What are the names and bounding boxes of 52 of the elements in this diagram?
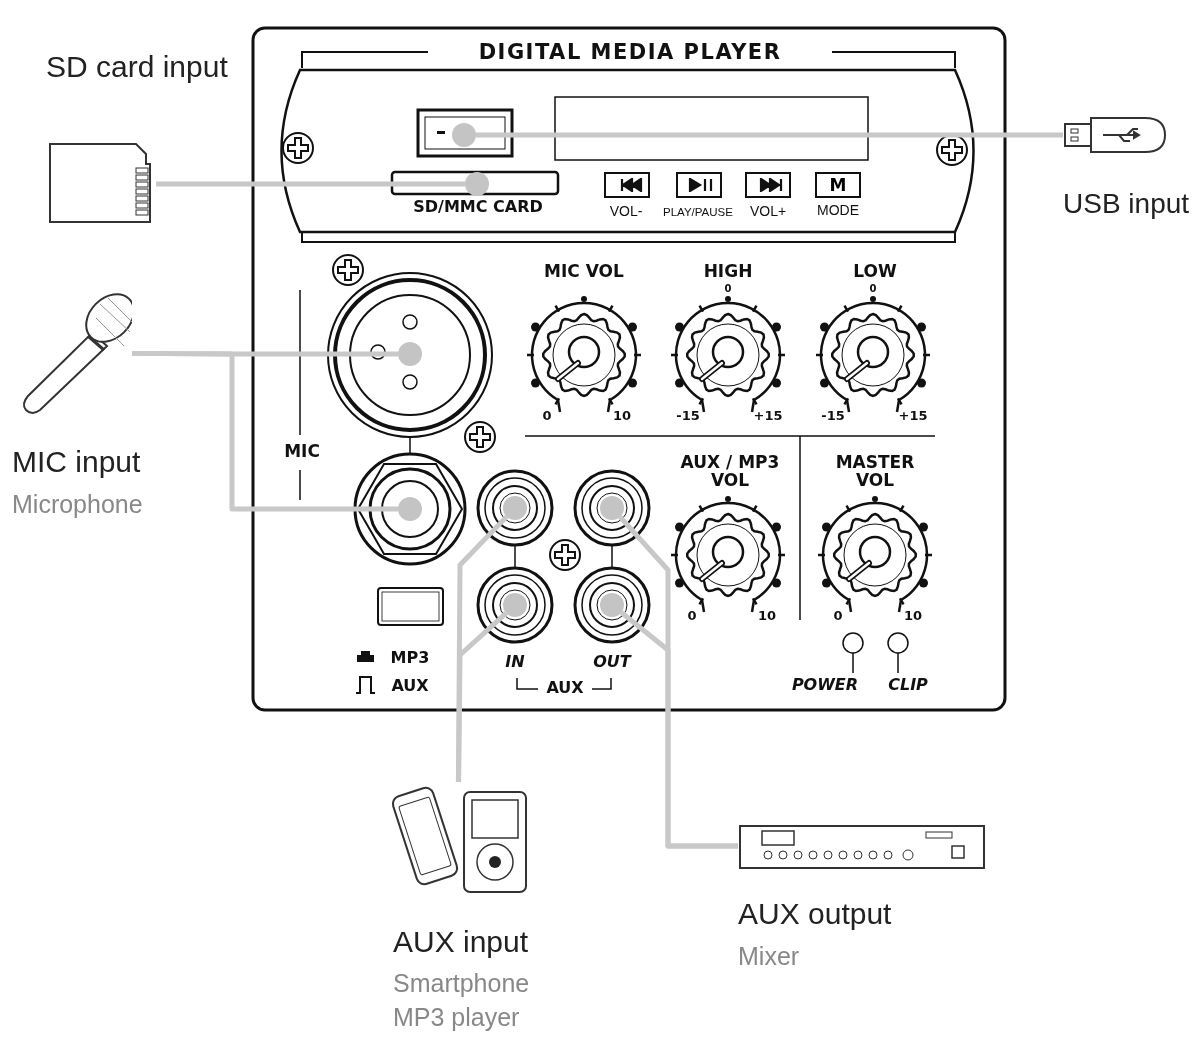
control-label: VOL- (609, 203, 643, 219)
scale-label: 10 (903, 609, 923, 623)
caption-text: MP3 player (393, 1003, 520, 1032)
caption-text: AUX input (393, 925, 529, 960)
scale-label: 10 (757, 609, 777, 623)
connector-line (156, 181, 465, 187)
plug-dot (503, 593, 527, 617)
scale-label: 0 (724, 283, 732, 295)
control-label: SD/MMC CARD (413, 198, 543, 216)
plug-dot (503, 496, 527, 520)
control-label: OUT (593, 653, 631, 671)
caption-text: Mixer (738, 942, 800, 971)
control-label: HIGH (703, 263, 753, 281)
control-label: CLIP (888, 676, 928, 694)
mode-button: M (815, 172, 861, 198)
caption-text: Smartphone (393, 969, 530, 998)
control-label: MP3 (390, 649, 430, 667)
scale-label: +15 (753, 409, 783, 423)
control-label: AUX (546, 679, 584, 697)
plug-dot (452, 123, 476, 147)
connector-line (456, 611, 508, 783)
caption-text: USB input (1063, 188, 1190, 221)
plug-dot (600, 593, 624, 617)
control-label: LOW (853, 263, 897, 281)
control-label: MASTER VOL (834, 454, 916, 490)
connector-line (476, 132, 1063, 138)
caption-text: SD card input (46, 50, 228, 85)
control-label: AUX (391, 677, 429, 695)
plug-dot (465, 172, 489, 196)
control-label: PLAY/PAUSE (663, 205, 733, 219)
scale-label: -15 (676, 409, 700, 423)
scale-label: 10 (612, 409, 632, 423)
connector-line (619, 610, 738, 849)
plug-dot (600, 496, 624, 520)
caption-text: MIC input (12, 445, 141, 480)
caption-text: AUX output (738, 897, 892, 932)
scale-label: 0 (542, 409, 552, 423)
scale-label: 0 (687, 609, 697, 623)
control-label: MIC (284, 443, 320, 461)
caption-text: Microphone (12, 490, 143, 519)
control-label: MIC VOL (544, 263, 624, 281)
control-label: MODE (817, 202, 859, 218)
scale-label: +15 (898, 409, 928, 423)
scale-label: 0 (869, 283, 877, 295)
control-label: IN (505, 653, 525, 671)
mixer-drawing (738, 822, 986, 870)
control-label: POWER (791, 676, 859, 694)
scale-label: -15 (821, 409, 845, 423)
control-label: AUX / MP3 VOL (679, 454, 781, 490)
scale-label: 0 (833, 609, 843, 623)
control-label: VOL+ (749, 203, 787, 219)
usb-stick-drawing (1063, 114, 1167, 156)
